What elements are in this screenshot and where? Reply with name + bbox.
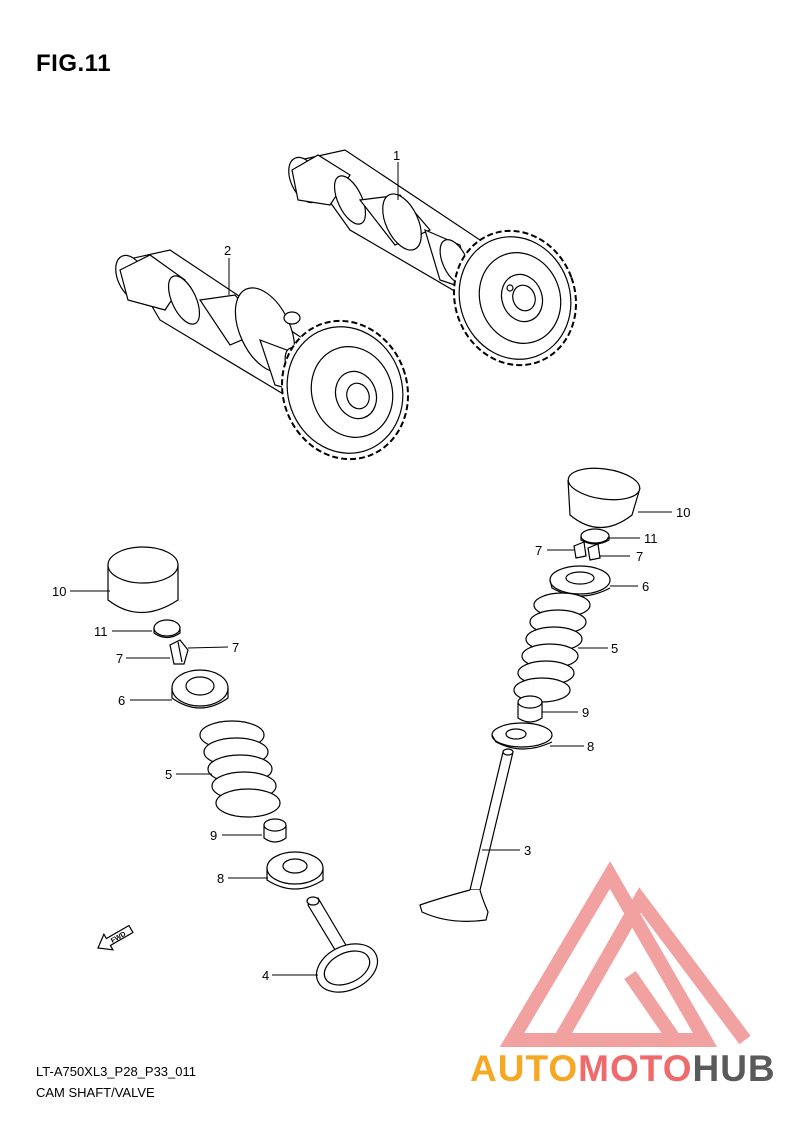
- oil-seal-9-left[interactable]: [263, 818, 287, 843]
- retainer-6-left[interactable]: [171, 669, 229, 709]
- camshaft-2[interactable]: [109, 249, 427, 477]
- figure-code: LT-A750XL3_P28_P33_011: [36, 1064, 196, 1079]
- callout-numbers: 1 2 3 4 5 5 6 6 7 7 7 7 8 8 9 9 10 10 11…: [52, 148, 690, 983]
- callout-3: 3: [524, 843, 531, 858]
- callout-2: 2: [224, 243, 231, 258]
- retainer-6-right[interactable]: [549, 565, 611, 597]
- watermark-part-hub: HUB: [692, 1048, 776, 1089]
- callout-8-left: 8: [217, 871, 224, 886]
- camshaft-1[interactable]: [282, 149, 594, 382]
- shim-11-left[interactable]: [153, 619, 181, 639]
- callout-10-right: 10: [676, 505, 690, 520]
- leader-lines: [70, 162, 672, 976]
- valve-3-intake[interactable]: [419, 748, 514, 922]
- watermark-part-moto: MOTO: [578, 1048, 693, 1089]
- callout-11-right: 11: [644, 531, 658, 546]
- tappet-10-left[interactable]: [107, 546, 179, 613]
- callout-7-right-b: 7: [636, 549, 643, 564]
- spring-seat-8-right[interactable]: [491, 722, 553, 750]
- callout-4: 4: [262, 968, 269, 983]
- callout-8-right: 8: [587, 739, 594, 754]
- callout-1: 1: [393, 148, 400, 163]
- spring-seat-8-left[interactable]: [266, 851, 324, 890]
- spring-5-right[interactable]: [513, 592, 591, 703]
- callout-7-right-a: 7: [535, 543, 542, 558]
- figure-title: FIG.11: [36, 50, 112, 77]
- cotter-7-left[interactable]: [169, 639, 189, 665]
- callout-10-left: 10: [52, 584, 66, 599]
- tappet-10-right[interactable]: [566, 464, 641, 528]
- spring-5-left[interactable]: [199, 720, 281, 818]
- watermark-logo: [499, 861, 751, 1047]
- callout-7-left-b: 7: [232, 640, 239, 655]
- callout-9-right: 9: [582, 705, 589, 720]
- fwd-arrow: FWD: [97, 924, 134, 951]
- callout-7-left-a: 7: [116, 651, 123, 666]
- callout-11-left: 11: [94, 624, 108, 639]
- cotter-7-right[interactable]: [573, 541, 601, 561]
- fwd-label: FWD: [110, 931, 127, 945]
- shim-11-right[interactable]: [580, 528, 610, 545]
- callout-5-right: 5: [611, 641, 618, 656]
- callout-9-left: 9: [210, 828, 217, 843]
- valve-4-exhaust[interactable]: [306, 896, 385, 1001]
- callout-6-right: 6: [642, 579, 649, 594]
- watermark-text: AUTOMOTOHUB: [470, 1048, 776, 1090]
- oil-seal-9-right[interactable]: [517, 695, 543, 723]
- callout-6-left: 6: [118, 693, 125, 708]
- watermark-part-auto: AUTO: [470, 1048, 579, 1089]
- figure-name: CAM SHAFT/VALVE: [36, 1085, 155, 1100]
- callout-5-left: 5: [165, 767, 172, 782]
